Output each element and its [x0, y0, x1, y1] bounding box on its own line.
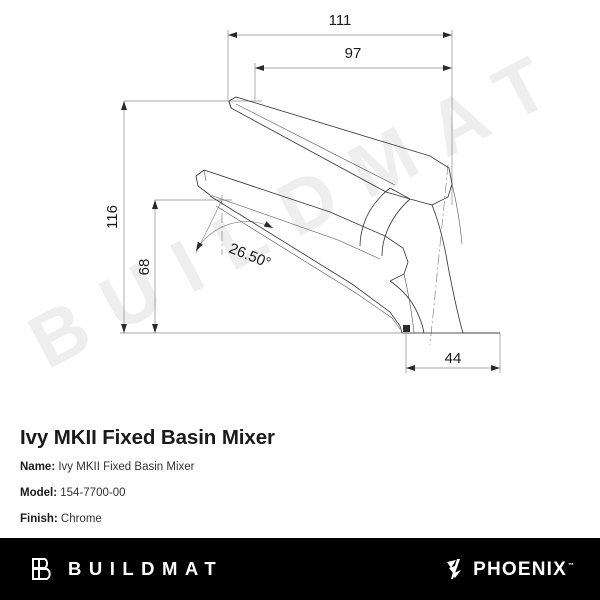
dim-label-angle: 26.50°: [227, 240, 274, 272]
footer: BUILDMAT PHOENIX™: [0, 538, 600, 600]
spec-value-finish: Chrome: [60, 513, 102, 525]
spec-label-model: Model:: [20, 487, 58, 499]
body-center-line: [429, 164, 449, 346]
phoenix-brand-text: PHOENIX: [473, 558, 567, 580]
buildmat-b-icon: [32, 558, 51, 580]
spec-row-finish: Finish: Chrome: [20, 512, 580, 526]
technical-drawing: BUILDMAT: [15, 12, 585, 386]
aerator-detail: [403, 325, 410, 332]
phoenix-wordmark: PHOENIX™: [473, 560, 574, 579]
spec-value-name: Ivy MKII Fixed Basin Mixer: [58, 461, 195, 473]
drawing-svg: 111 97 116 68 44 26.50°: [104, 12, 501, 373]
page-title: Ivy MKII Fixed Basin Mixer: [20, 426, 275, 449]
angle-dimension-26-5: [195, 195, 274, 255]
faucet-outline: [195, 96, 500, 334]
dimension-lines: [121, 32, 500, 371]
dim-label-68: 68: [136, 259, 153, 276]
dimension-labels: 111 97 116 68 44 26.50°: [104, 12, 461, 367]
product-info: Ivy MKII Fixed Basin Mixer Name: Ivy MKI…: [0, 415, 600, 538]
phoenix-bird-icon: [447, 559, 462, 579]
spec-row-model: Model: 154-7700-00: [20, 486, 580, 500]
phoenix-logo[interactable]: PHOENIX™: [443, 557, 574, 581]
spec-label-finish: Finish:: [20, 513, 58, 525]
dim-label-116: 116: [104, 205, 121, 229]
spec-value-model: 154-7700-00: [60, 487, 126, 499]
spec-label-name: Name:: [20, 461, 56, 473]
dim-label-97: 97: [345, 45, 362, 62]
buildmat-logo[interactable]: BUILDMAT: [30, 556, 223, 582]
spec-row-name: Name: Ivy MKII Fixed Basin Mixer: [20, 460, 580, 474]
phoenix-trademark-symbol: ™: [568, 563, 574, 570]
extension-lines: [120, 30, 501, 373]
dim-label-111: 111: [329, 12, 352, 29]
dim-label-44: 44: [445, 350, 462, 367]
buildmat-wordmark: BUILDMAT: [68, 557, 224, 579]
